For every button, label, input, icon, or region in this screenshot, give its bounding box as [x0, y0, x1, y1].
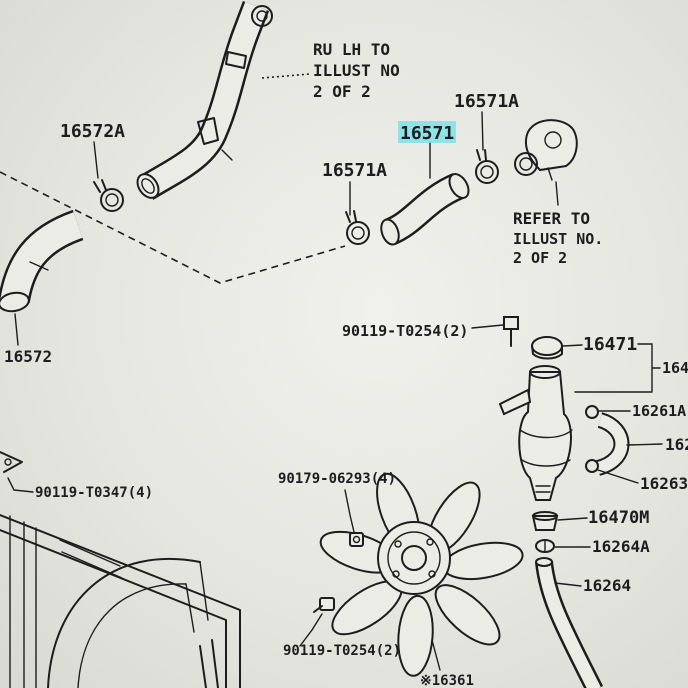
label-16470M: 16470M	[588, 508, 649, 528]
hose-16571	[380, 173, 470, 246]
ref-upper-line1: RU LH TO	[313, 40, 390, 59]
label-16264: 16264	[583, 576, 631, 595]
leader-90119-T0347	[7, 477, 34, 493]
part-16470M	[531, 511, 559, 531]
label-16471: 16471	[583, 334, 637, 355]
leader-90179-06293	[344, 489, 355, 533]
hose-clamp-16571A-top	[475, 149, 499, 184]
ref-upper-line2: ILLUST NO	[313, 61, 400, 80]
ref-right-line3: 2 OF 2	[513, 249, 567, 267]
label-16263: 16263	[640, 474, 688, 493]
label-164-cut: 164	[662, 359, 688, 377]
leader-162	[626, 443, 663, 446]
label-16572A: 16572A	[60, 121, 125, 142]
ref-right-line1: REFER TO	[513, 209, 590, 228]
leader-16264	[554, 582, 582, 587]
leader-16572	[14, 313, 19, 346]
upper-radiator-hose	[136, 1, 273, 200]
water-outlet-fitting	[514, 119, 578, 181]
label-16571: 16571	[400, 123, 454, 144]
leader-16263	[597, 469, 639, 484]
reservoir-cap-16471	[531, 336, 563, 360]
leader-16471	[562, 344, 583, 347]
label-16571A-top: 16571A	[454, 91, 519, 112]
label-16572: 16572	[4, 347, 52, 366]
leader-16470M	[557, 517, 588, 521]
hose-clamp-16571A-middle	[345, 210, 370, 245]
bolt-90119-T0254-lower	[313, 597, 335, 613]
hose-16264	[535, 557, 604, 688]
bolt-90119-T0254-upper	[503, 316, 519, 347]
leader-90119-T0254-upper	[471, 324, 504, 329]
leader-16361	[431, 639, 441, 671]
ref-upper-line3: 2 OF 2	[313, 82, 371, 101]
label-90179-06293: 90179-06293(4)	[278, 471, 396, 487]
label-162-cut: 162	[665, 435, 688, 454]
leader-16572A	[93, 141, 99, 179]
dotted-leader-upper-ref	[261, 73, 311, 79]
leader-refer-right	[555, 181, 559, 206]
label-90119-T0347: 90119-T0347(4)	[35, 485, 153, 501]
label-16264A: 16264A	[592, 537, 650, 556]
bypass-hose-16261A	[585, 405, 630, 476]
radiator-and-shroud	[0, 514, 241, 688]
leader-90119-T0254-lower	[299, 613, 323, 647]
hose-clamp-16572A	[93, 179, 124, 212]
reservoir-tank-16470	[498, 365, 573, 501]
cooling-fan-16361	[319, 472, 524, 677]
label-90119-T0254-lower: 90119-T0254(2)	[283, 643, 401, 659]
label-16361: ※16361	[420, 673, 474, 688]
bolt-90179-06293	[349, 532, 364, 547]
bracket-90119-T0347	[0, 451, 23, 473]
leader-16571A-top	[481, 111, 484, 151]
lower-radiator-hose	[0, 209, 84, 313]
label-16571A-mid: 16571A	[322, 160, 387, 181]
highlight-16571	[398, 121, 456, 143]
dashed-reference-line	[0, 171, 346, 284]
clamp-16264A	[535, 539, 555, 553]
label-16261A: 16261A	[632, 402, 686, 420]
label-90119-T0254-upper: 90119-T0254(2)	[342, 322, 468, 340]
ref-right-line2: ILLUST NO.	[513, 230, 603, 248]
